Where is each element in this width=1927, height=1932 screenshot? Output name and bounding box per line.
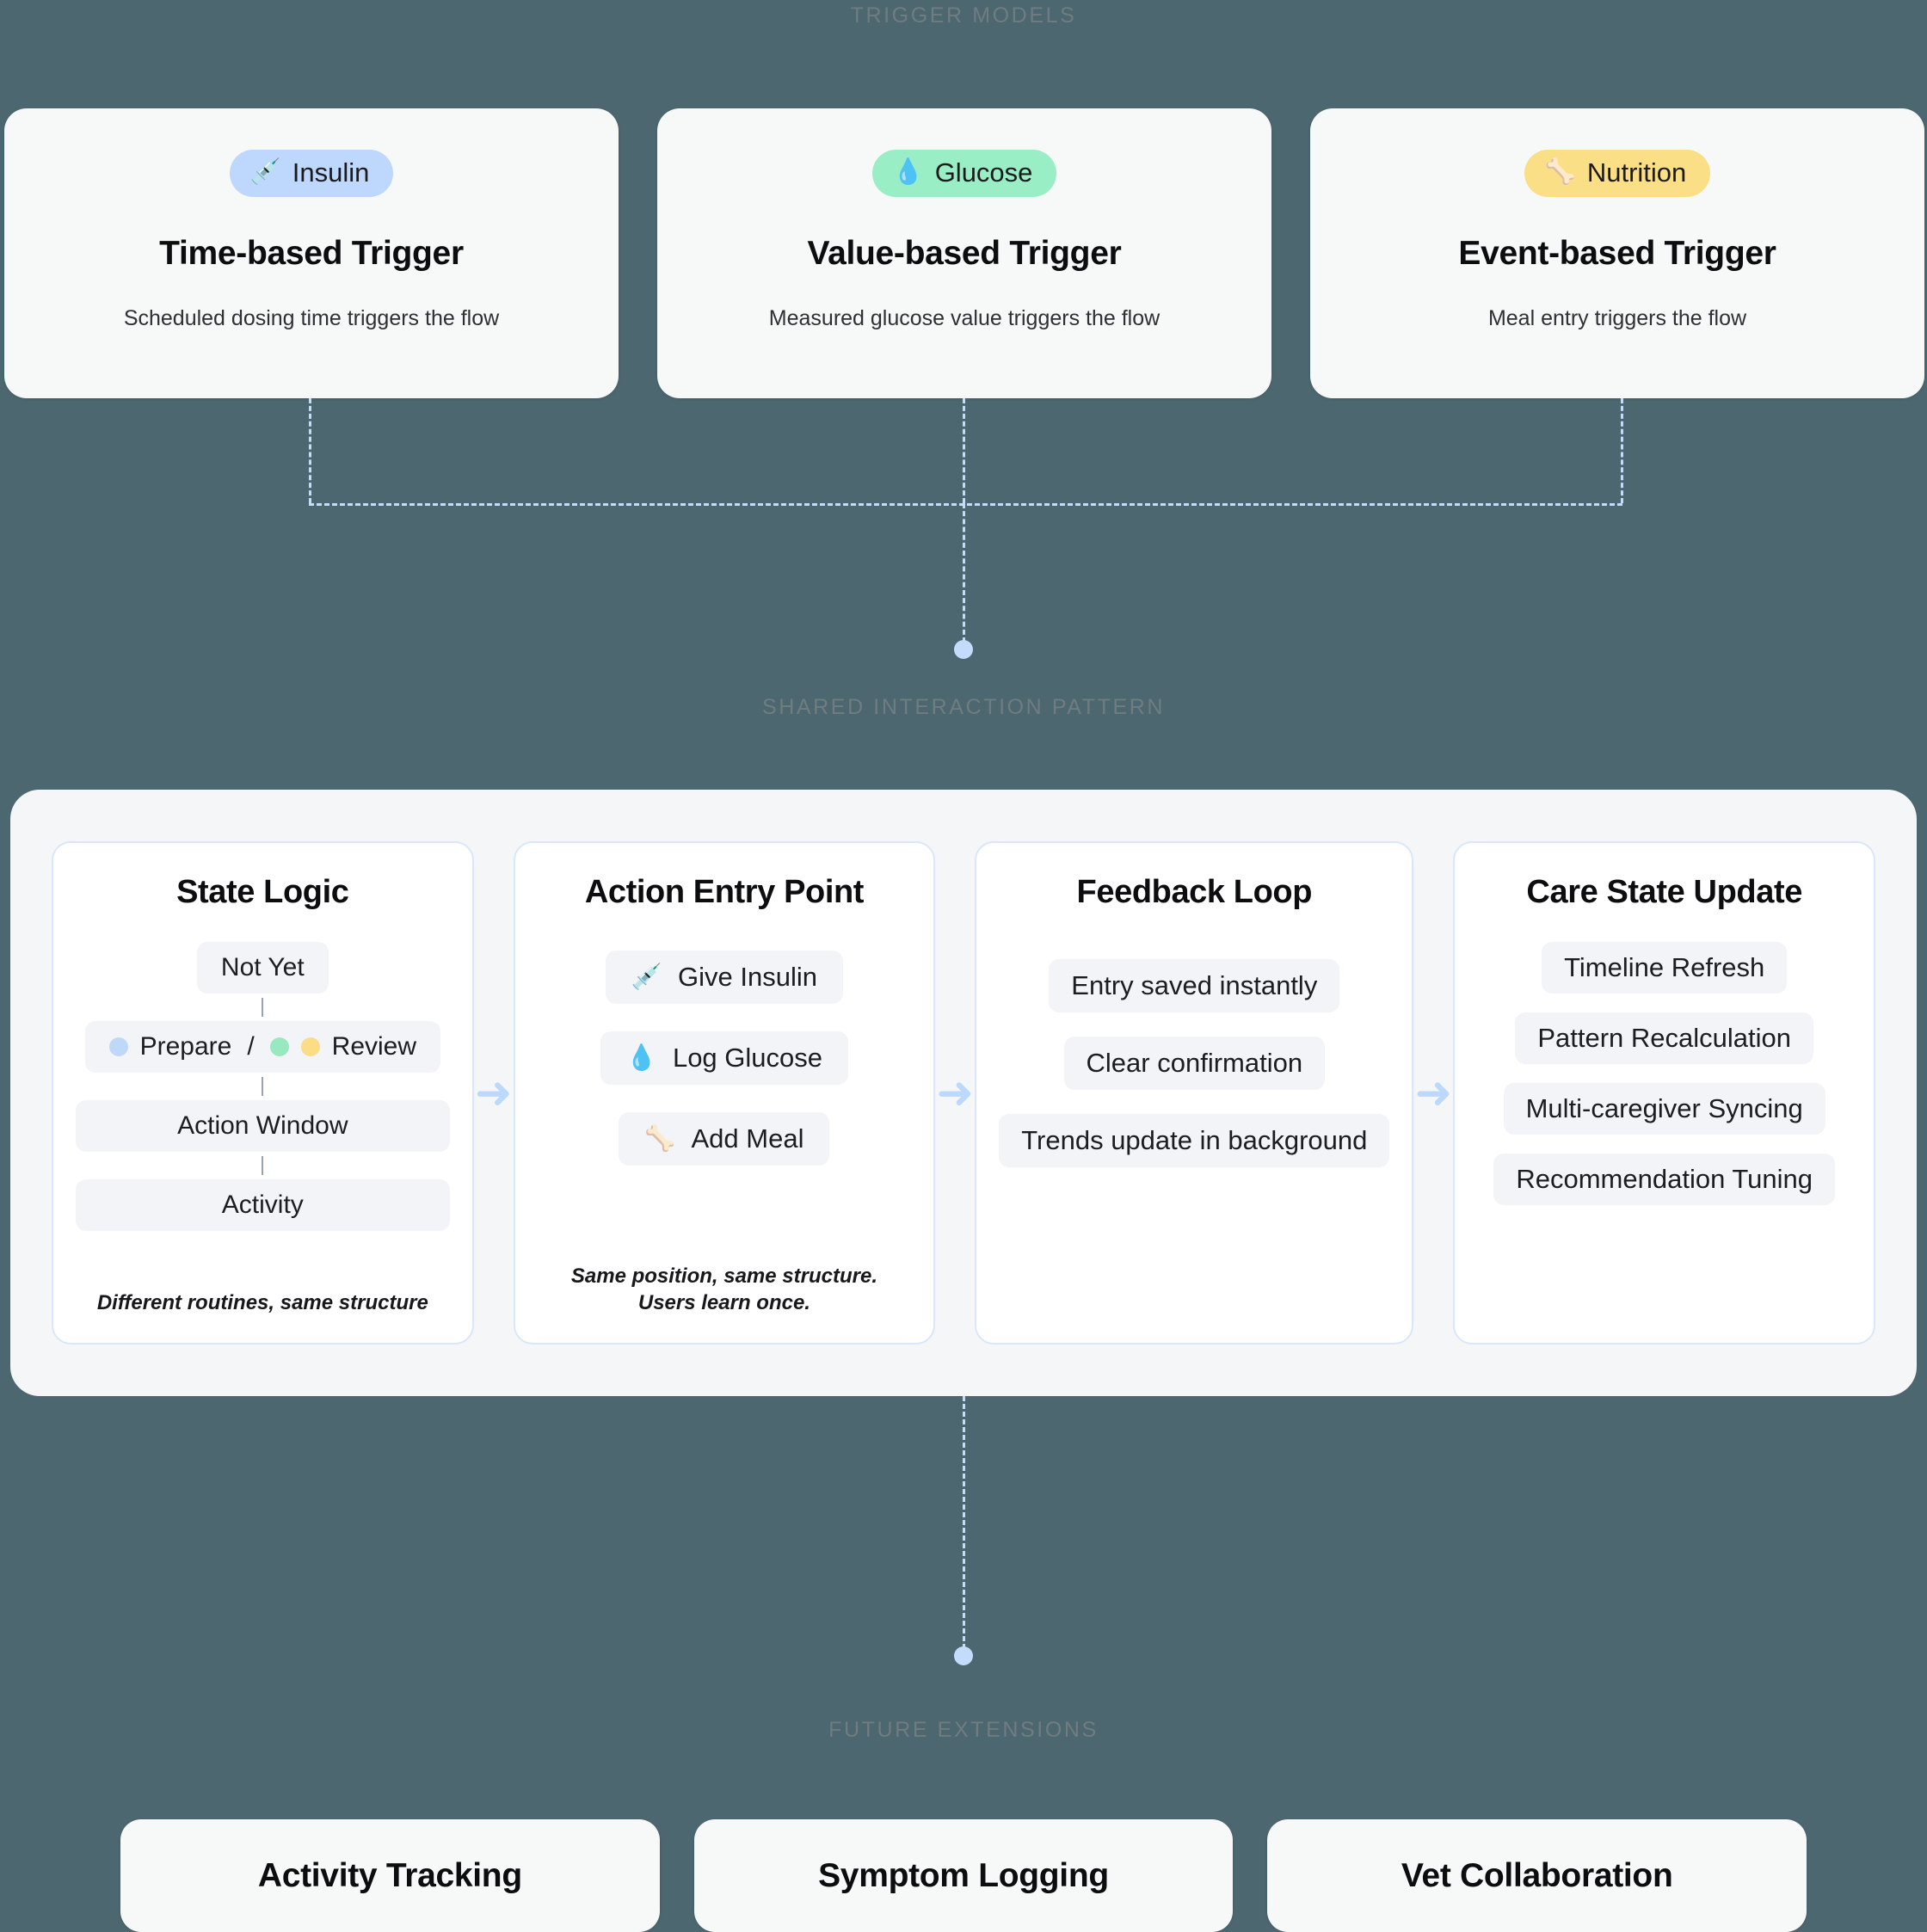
future-card-symptom-logging[interactable]: Symptom Logging xyxy=(693,1819,1234,1932)
trigger-card-event-based[interactable]: 🦴 Nutrition Event-based Trigger Meal ent… xyxy=(1310,108,1924,398)
action-entry-stack: 💉 Give Insulin 💧 Log Glucose 🦴 Add Meal xyxy=(538,951,912,1166)
panel-title: State Logic xyxy=(176,874,349,910)
trigger-connector-bracket xyxy=(0,398,1927,659)
bone-icon: 🦴 xyxy=(1544,158,1576,186)
syringe-icon: 💉 xyxy=(249,158,281,186)
syringe-icon: 💉 xyxy=(631,963,662,991)
trigger-title: Value-based Trigger xyxy=(807,235,1122,272)
panel-note-line1: Same position, same structure. xyxy=(570,1264,877,1288)
status-dot-green-icon xyxy=(269,1037,289,1056)
droplet-icon: 💧 xyxy=(892,158,924,186)
arrow-right-icon-1: ➜ xyxy=(474,1068,513,1118)
badge-label: Nutrition xyxy=(1586,157,1687,188)
connector-node-dot xyxy=(954,640,973,659)
trigger-cards-row: 💉 Insulin Time-based Trigger Scheduled d… xyxy=(4,108,1924,398)
trigger-description: Measured glucose value triggers the flow xyxy=(768,306,1161,330)
feedback-chip-trends-update[interactable]: Trends update in background xyxy=(999,1114,1390,1167)
panel-action-entry-point[interactable]: Action Entry Point 💉 Give Insulin 💧 Log … xyxy=(513,841,936,1344)
care-chip-timeline-refresh[interactable]: Timeline Refresh xyxy=(1542,942,1788,994)
state-connector xyxy=(262,1156,264,1175)
connector-node-dot-future xyxy=(954,1646,973,1665)
panel-feedback-loop[interactable]: Feedback Loop Entry saved instantly Clea… xyxy=(975,841,1414,1344)
care-state-stack: Timeline Refresh Pattern Recalculation M… xyxy=(1477,942,1851,1205)
future-card-vet-collaboration[interactable]: Vet Collaboration xyxy=(1267,1819,1807,1932)
droplet-icon: 💧 xyxy=(625,1043,657,1072)
arrow-right-icon-3: ➜ xyxy=(1414,1068,1453,1118)
badge-nutrition: 🦴 Nutrition xyxy=(1524,150,1711,197)
panel-note: Same position, same structure. Users lea… xyxy=(571,1240,877,1317)
connector-vline-center xyxy=(963,398,965,503)
badge-label: Glucose xyxy=(934,157,1033,188)
section-label-trigger-models: TRIGGER MODELS xyxy=(850,3,1077,28)
panel-title: Action Entry Point xyxy=(584,874,865,910)
action-label: Add Meal xyxy=(691,1123,804,1154)
action-label: Log Glucose xyxy=(672,1043,823,1073)
trigger-description: Scheduled dosing time triggers the flow xyxy=(123,306,500,330)
state-separator: / xyxy=(247,1032,255,1061)
badge-insulin: 💉 Insulin xyxy=(229,150,394,197)
trigger-description: Meal entry triggers the flow xyxy=(1487,306,1747,330)
future-extension-cards-row: Activity Tracking Symptom Logging Vet Co… xyxy=(120,1819,1807,1932)
state-connector xyxy=(262,1077,264,1096)
state-chip-prepare-review[interactable]: Prepare / Review xyxy=(84,1021,441,1073)
feedback-chip-clear-confirmation[interactable]: Clear confirmation xyxy=(1063,1037,1326,1090)
action-chip-log-glucose[interactable]: 💧 Log Glucose xyxy=(600,1031,849,1085)
shared-interaction-pattern-board: State Logic Not Yet Prepare / Review Act… xyxy=(10,790,1917,1396)
state-label-review: Review xyxy=(331,1032,417,1061)
bone-icon: 🦴 xyxy=(644,1124,676,1153)
status-dot-yellow-icon xyxy=(300,1037,320,1056)
state-logic-stack: Not Yet Prepare / Review Action Window A… xyxy=(76,942,450,1231)
care-chip-pattern-recalculation[interactable]: Pattern Recalculation xyxy=(1515,1012,1814,1064)
state-chip-action-window[interactable]: Action Window xyxy=(76,1100,450,1152)
trigger-card-value-based[interactable]: 💧 Glucose Value-based Trigger Measured g… xyxy=(657,108,1271,398)
connector-vline-left xyxy=(309,398,311,503)
connector-vline-right xyxy=(1621,398,1623,503)
panel-title: Care State Update xyxy=(1526,874,1802,910)
trigger-title: Time-based Trigger xyxy=(159,235,464,272)
trigger-title: Event-based Trigger xyxy=(1458,235,1776,272)
panel-title: Feedback Loop xyxy=(1076,874,1313,910)
connector-vline-future xyxy=(963,1396,965,1649)
feedback-loop-stack: Entry saved instantly Clear confirmation… xyxy=(999,959,1390,1167)
panel-note: Different routines, same structure xyxy=(96,1291,428,1315)
badge-glucose: 💧 Glucose xyxy=(871,150,1057,197)
care-chip-multi-caregiver-syncing[interactable]: Multi-caregiver Syncing xyxy=(1503,1083,1825,1135)
panel-state-logic[interactable]: State Logic Not Yet Prepare / Review Act… xyxy=(52,841,474,1344)
connector-hline xyxy=(309,503,1622,506)
trigger-card-time-based[interactable]: 💉 Insulin Time-based Trigger Scheduled d… xyxy=(4,108,619,398)
status-dot-blue-icon xyxy=(108,1037,128,1056)
connector-vline-drop xyxy=(963,503,965,643)
action-chip-add-meal[interactable]: 🦴 Add Meal xyxy=(619,1112,830,1166)
feedback-chip-entry-saved[interactable]: Entry saved instantly xyxy=(1049,959,1340,1012)
section-label-future-extensions: FUTURE EXTENSIONS xyxy=(828,1718,1099,1742)
section-label-shared-interaction-pattern: SHARED INTERACTION PATTERN xyxy=(761,695,1166,719)
action-label: Give Insulin xyxy=(678,962,817,992)
badge-label: Insulin xyxy=(292,157,370,188)
state-connector xyxy=(262,998,264,1017)
state-chip-activity[interactable]: Activity xyxy=(76,1179,450,1231)
state-label-prepare: Prepare xyxy=(139,1032,232,1061)
care-chip-recommendation-tuning[interactable]: Recommendation Tuning xyxy=(1493,1154,1836,1205)
future-connector xyxy=(0,1396,1927,1689)
panel-care-state-update[interactable]: Care State Update Timeline Refresh Patte… xyxy=(1453,841,1875,1344)
panel-note-line2: Users learn once. xyxy=(637,1291,810,1315)
state-chip-not-yet[interactable]: Not Yet xyxy=(196,942,329,994)
action-chip-give-insulin[interactable]: 💉 Give Insulin xyxy=(605,951,843,1004)
arrow-right-icon-2: ➜ xyxy=(936,1068,975,1118)
future-card-activity-tracking[interactable]: Activity Tracking xyxy=(120,1819,660,1932)
